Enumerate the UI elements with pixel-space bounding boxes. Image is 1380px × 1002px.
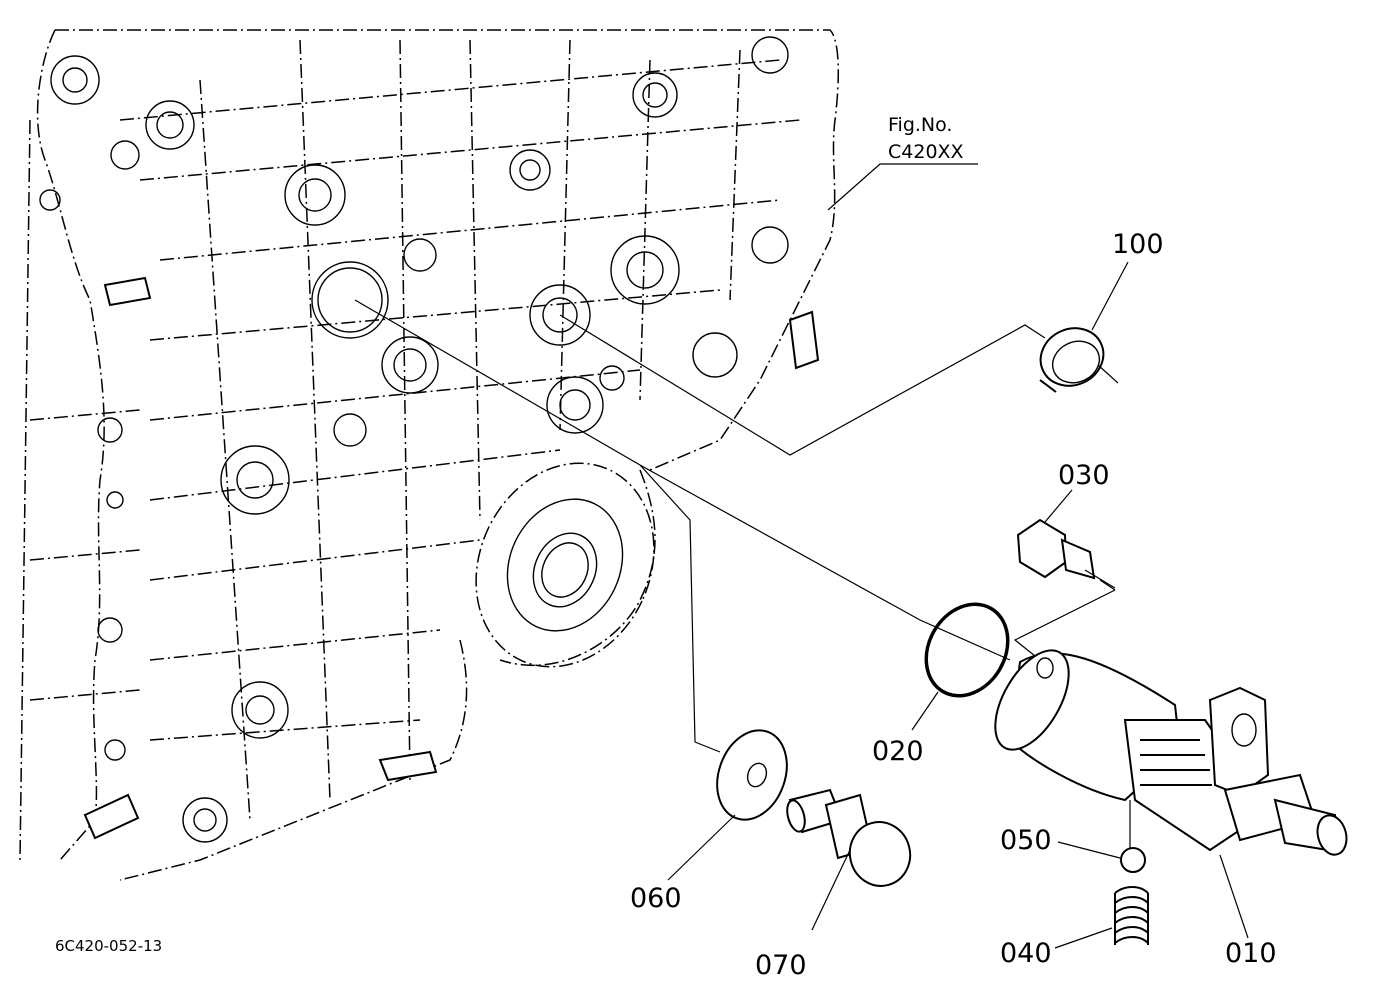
part-100-ring xyxy=(1039,261,1129,393)
figure-reference: Fig.No. C420XX xyxy=(827,114,978,211)
callout-050: 050 xyxy=(1000,825,1052,856)
part-030-plug xyxy=(1016,489,1116,589)
part-020-oring xyxy=(911,602,1010,731)
callout-070: 070 xyxy=(755,950,807,981)
callout-040: 040 xyxy=(1000,938,1052,969)
callout-020: 020 xyxy=(872,736,924,767)
part-040-spring xyxy=(1054,886,1149,949)
part-060-washer xyxy=(667,729,788,881)
assembly-lines xyxy=(354,299,1116,753)
callout-010: 010 xyxy=(1225,938,1277,969)
callout-030: 030 xyxy=(1058,460,1110,491)
figure-ref-line1: Fig.No. xyxy=(888,114,952,136)
callout-060: 060 xyxy=(630,883,682,914)
drawing-code: 6C420-052-13 xyxy=(55,937,162,955)
callout-labels: 100 030 020 060 070 050 040 010 xyxy=(630,229,1277,981)
transmission-housing xyxy=(19,29,840,881)
part-050-ball xyxy=(1057,841,1146,873)
part-010-solenoid xyxy=(994,649,1348,939)
figure-ref-line2: C420XX xyxy=(888,141,964,163)
callout-100: 100 xyxy=(1112,229,1164,260)
figure-ref-leader xyxy=(827,163,978,211)
part-070-valve xyxy=(786,788,912,931)
